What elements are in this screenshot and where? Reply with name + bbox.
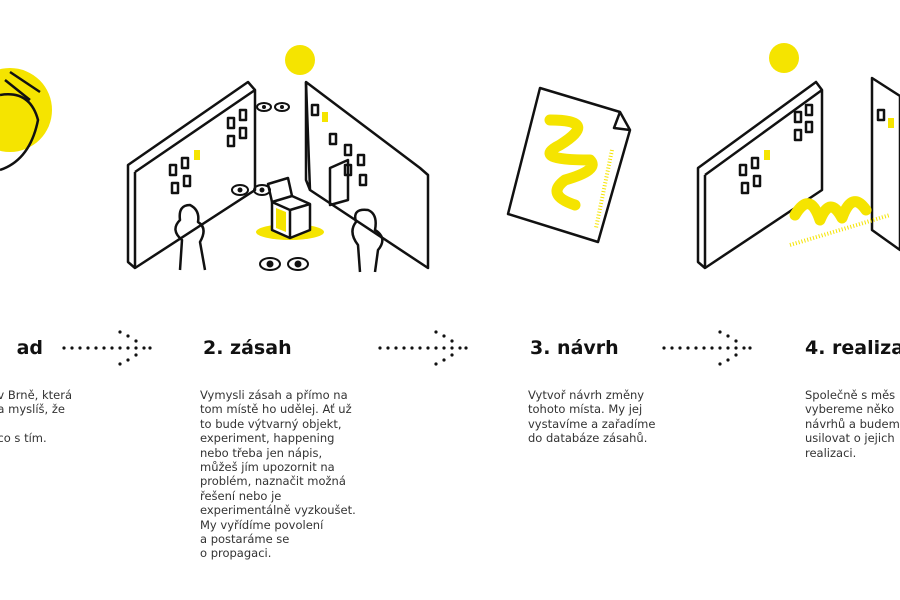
step3-title: 3. návrh (530, 337, 619, 359)
step-illustrations (0, 43, 900, 273)
step1-text: v Brně, která a myslíš, že co s tím. (0, 388, 72, 446)
step4-title: 4. realizac (805, 337, 900, 359)
step2-title: 2. zásah (203, 337, 292, 359)
step1-illustration (0, 68, 52, 172)
step3-text: Vytvoř návrh změny tohoto místa. My jej … (528, 388, 656, 446)
dotted-arrow-icon (62, 330, 152, 366)
dotted-arrow-icon (662, 330, 752, 366)
step4-illustration (696, 43, 900, 270)
step4-text: Společně s měs vybereme něko návrhů a bu… (805, 388, 900, 460)
dotted-arrow-icon (378, 330, 468, 366)
step3-illustration (506, 86, 632, 244)
step2-illustration (126, 45, 430, 273)
step2-text: Vymysli zásah a přímo na tom místě ho ud… (200, 388, 356, 561)
step1-title: ad (16, 337, 43, 359)
